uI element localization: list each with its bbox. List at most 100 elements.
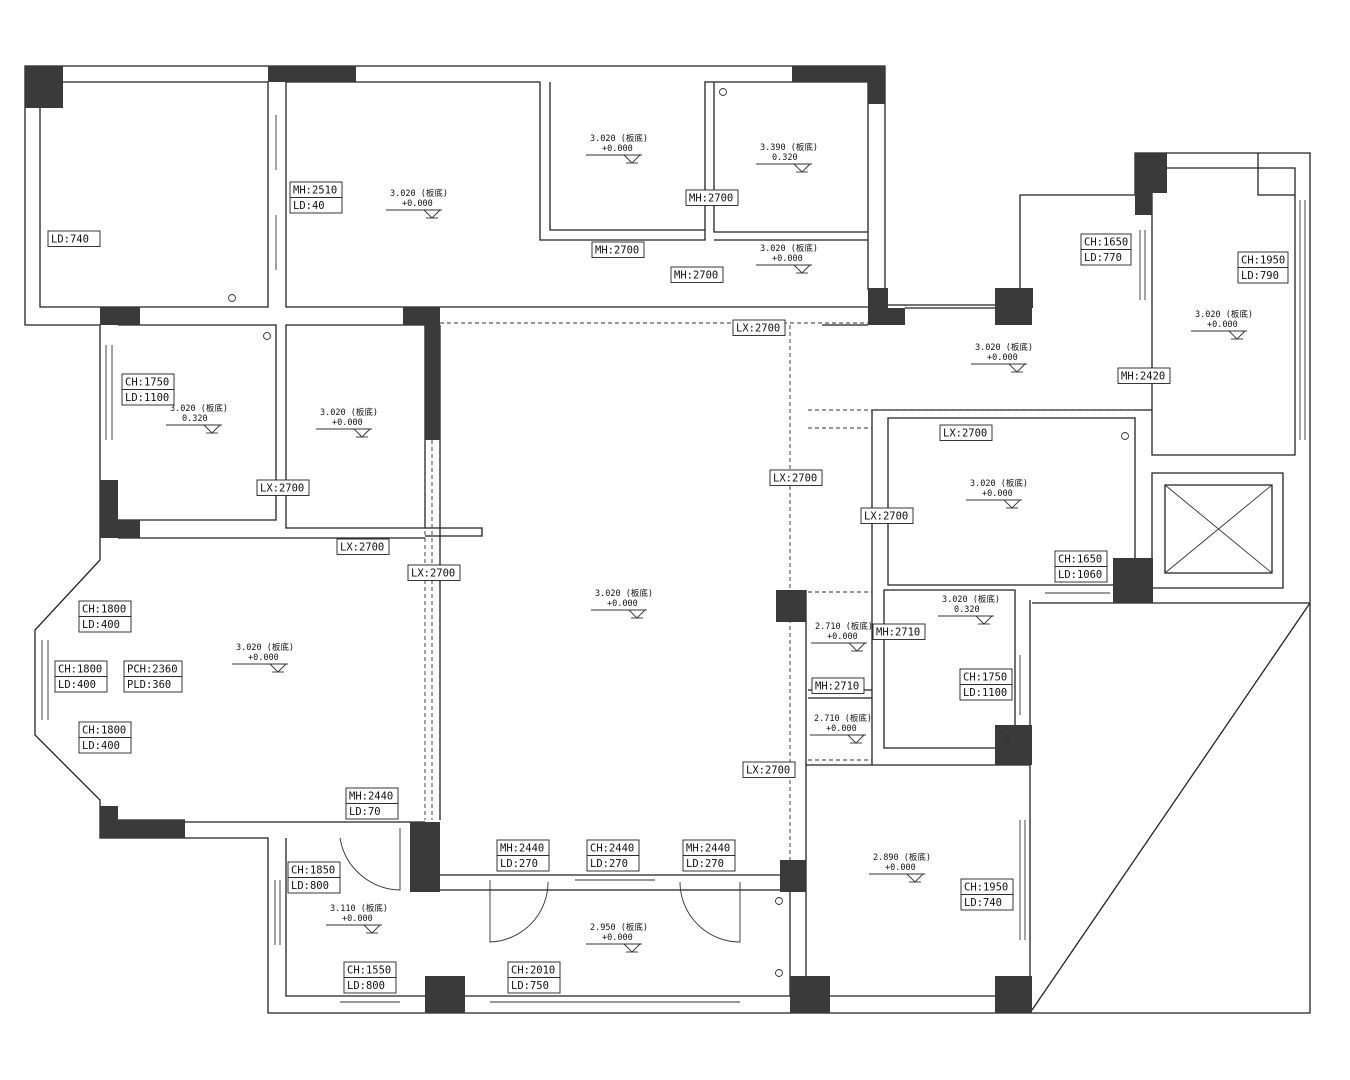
structural-column bbox=[403, 307, 440, 325]
tag-box bbox=[343, 977, 397, 994]
tag-text: LX:2700 bbox=[340, 542, 384, 554]
floor-offset: +0.000 bbox=[332, 418, 363, 428]
floor-offset: +0.000 bbox=[885, 863, 916, 873]
level-triangle bbox=[363, 924, 381, 934]
tag-text: CH:1950 bbox=[1241, 255, 1285, 267]
tag-text: LD:70 bbox=[349, 806, 381, 818]
tag-text: LX:2700 bbox=[864, 511, 908, 523]
structural-column bbox=[790, 976, 830, 1013]
dimension-tag: LX:2700 bbox=[732, 319, 786, 336]
elevation-marker: 3.020 (板底)+0.000 bbox=[586, 133, 648, 164]
ceiling-height: 3.020 (板底) bbox=[1195, 309, 1253, 320]
tag-box bbox=[336, 538, 390, 555]
dimension-tag: LD:740 bbox=[47, 230, 101, 247]
structural-column bbox=[776, 590, 806, 622]
tag-box bbox=[591, 241, 645, 258]
tag-box bbox=[769, 469, 823, 486]
tag-text: LX:2700 bbox=[943, 428, 987, 440]
tag-text: MH:2440 bbox=[349, 791, 393, 803]
elevation-marker: 3.020 (板底)+0.000 bbox=[1191, 309, 1253, 340]
floor-offset: +0.000 bbox=[1207, 320, 1238, 330]
tag-text: CH:2440 bbox=[590, 843, 634, 855]
tag-text: MH:2510 bbox=[293, 185, 337, 197]
structural-column bbox=[995, 976, 1032, 1013]
wall-segment bbox=[1031, 602, 1311, 1011]
fixture-marker bbox=[775, 969, 783, 977]
tag-text: LX:2700 bbox=[411, 568, 455, 580]
ceiling-height: 3.020 (板底) bbox=[236, 642, 294, 653]
ceiling-height: 2.710 (板底) bbox=[814, 713, 872, 724]
structural-column bbox=[118, 820, 185, 838]
structural-column bbox=[100, 307, 140, 325]
door-swing bbox=[679, 881, 741, 943]
tag-text: LX:2700 bbox=[736, 323, 780, 335]
tag-box bbox=[496, 855, 550, 872]
elevation-marker: 2.710 (板底)+0.000 bbox=[810, 713, 872, 744]
tag-text: LD:40 bbox=[293, 200, 325, 212]
ceiling-height: 3.020 (板底) bbox=[595, 588, 653, 599]
tag-text: CH:1550 bbox=[347, 965, 391, 977]
tag-box bbox=[407, 564, 461, 581]
structural-column bbox=[100, 480, 118, 538]
ceiling-height: 3.020 (板底) bbox=[320, 407, 378, 418]
ceiling-height: 3.020 (板底) bbox=[170, 403, 228, 414]
dimension-tag: LX:2700 bbox=[860, 507, 914, 524]
structural-column bbox=[888, 308, 905, 325]
elevation-marker: 2.950 (板底)+0.000 bbox=[586, 922, 648, 953]
floor-offset: +0.000 bbox=[248, 653, 279, 663]
tag-box bbox=[1117, 367, 1171, 384]
tag-text: CH:1800 bbox=[82, 725, 126, 737]
wall-segment bbox=[805, 590, 1031, 997]
elevation-marker: 3.020 (板底)0.320 bbox=[938, 594, 1000, 625]
floor-offset: +0.000 bbox=[402, 199, 433, 209]
structural-column bbox=[25, 66, 63, 108]
tag-text: CH:1850 bbox=[291, 865, 335, 877]
tag-text: LD:400 bbox=[58, 679, 96, 691]
structural-column bbox=[780, 860, 806, 892]
wall-segment bbox=[118, 324, 277, 521]
tag-box bbox=[1080, 249, 1132, 266]
structural-column bbox=[425, 976, 465, 1013]
structural-column bbox=[118, 520, 140, 538]
tag-box bbox=[287, 877, 341, 894]
tag-box bbox=[872, 623, 926, 640]
elevation-marker: 3.020 (板底)+0.000 bbox=[386, 188, 448, 219]
tag-text: CH:1750 bbox=[963, 672, 1007, 684]
tag-text: PCH:2360 bbox=[127, 664, 178, 676]
floor-offset: +0.000 bbox=[602, 144, 633, 154]
wall-segment bbox=[39, 81, 269, 308]
ceiling-height: 3.020 (板底) bbox=[390, 188, 448, 199]
tag-box bbox=[256, 479, 310, 496]
structural-column bbox=[425, 325, 440, 440]
elevation-marker: 3.020 (板底)+0.000 bbox=[316, 407, 378, 438]
structural-column bbox=[1135, 175, 1152, 215]
tag-box bbox=[939, 424, 993, 441]
tag-box bbox=[685, 189, 739, 206]
dimension-tag: MH:2420 bbox=[1117, 367, 1171, 384]
structural-column bbox=[100, 806, 118, 838]
elevation-marker: 2.710 (板底)+0.000 bbox=[811, 621, 873, 652]
tag-text: MH:2710 bbox=[815, 681, 859, 693]
floor-offset: 0.320 bbox=[182, 414, 208, 424]
tag-box bbox=[78, 737, 132, 754]
dimension-tag: LX:2700 bbox=[336, 538, 390, 555]
tag-box bbox=[732, 319, 786, 336]
tag-text: CH:1800 bbox=[82, 604, 126, 616]
tag-box bbox=[1237, 267, 1289, 284]
walls bbox=[24, 65, 1311, 1014]
dimension-tag: MH:2700 bbox=[670, 266, 724, 283]
structural-column bbox=[425, 875, 440, 890]
structural-column bbox=[268, 66, 356, 82]
elevation-marker: 3.390 (板底)0.320 bbox=[756, 142, 818, 173]
tag-text: LD:750 bbox=[511, 980, 549, 992]
level-triangle bbox=[1003, 499, 1021, 509]
